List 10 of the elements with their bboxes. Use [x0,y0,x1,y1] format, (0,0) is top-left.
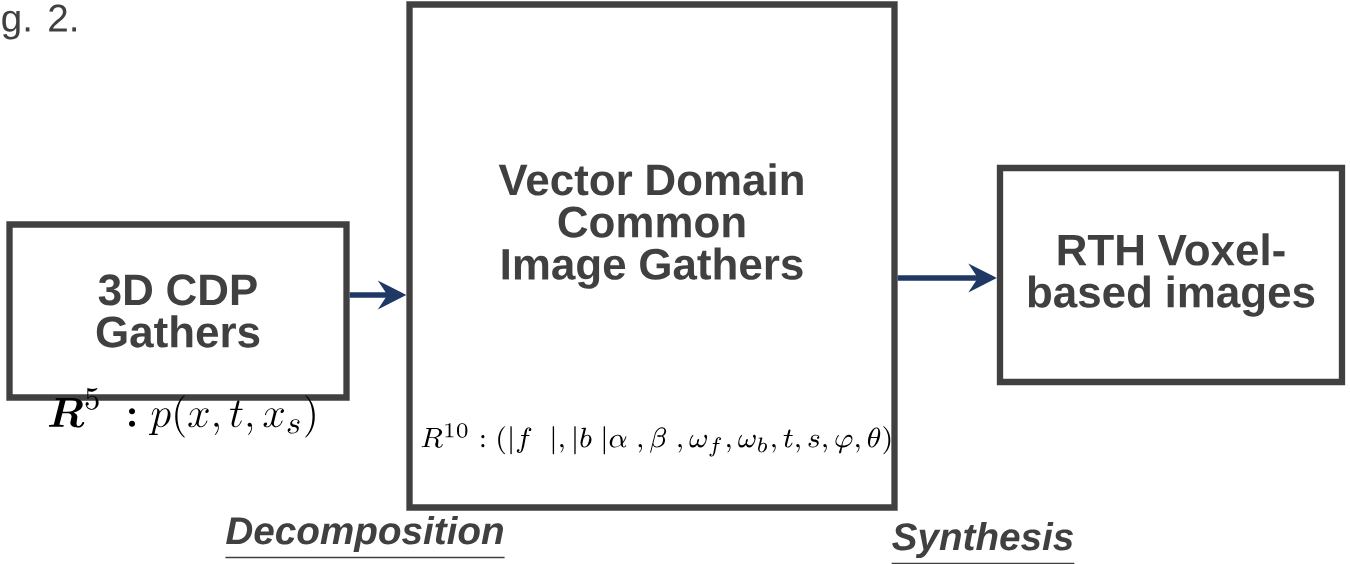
process-box [406,1,898,511]
node-heading: 3D CDP Gathers [96,274,260,348]
node-heading: RTH Voxel-based images [1028,233,1315,317]
stage-label: Decomposition [224,516,506,559]
formula: $\boldsymbol{R}^{5}\;\boldsymbol{:}p(x,t,x_{s})$ [48,388,315,438]
formula: $R^{10}:(|f\;\;|,|b\;|\alpha\;,\beta\;,\omega_{f},\omega_{b},t,s,\varphi,\theta)$ [421,423,891,457]
figure-number: g. 2. [2,4,76,40]
stage-label: Synthesis [890,522,1076,564]
node-heading: Vector Domain Common Image Gathers [498,163,803,289]
process-box [996,164,1346,386]
